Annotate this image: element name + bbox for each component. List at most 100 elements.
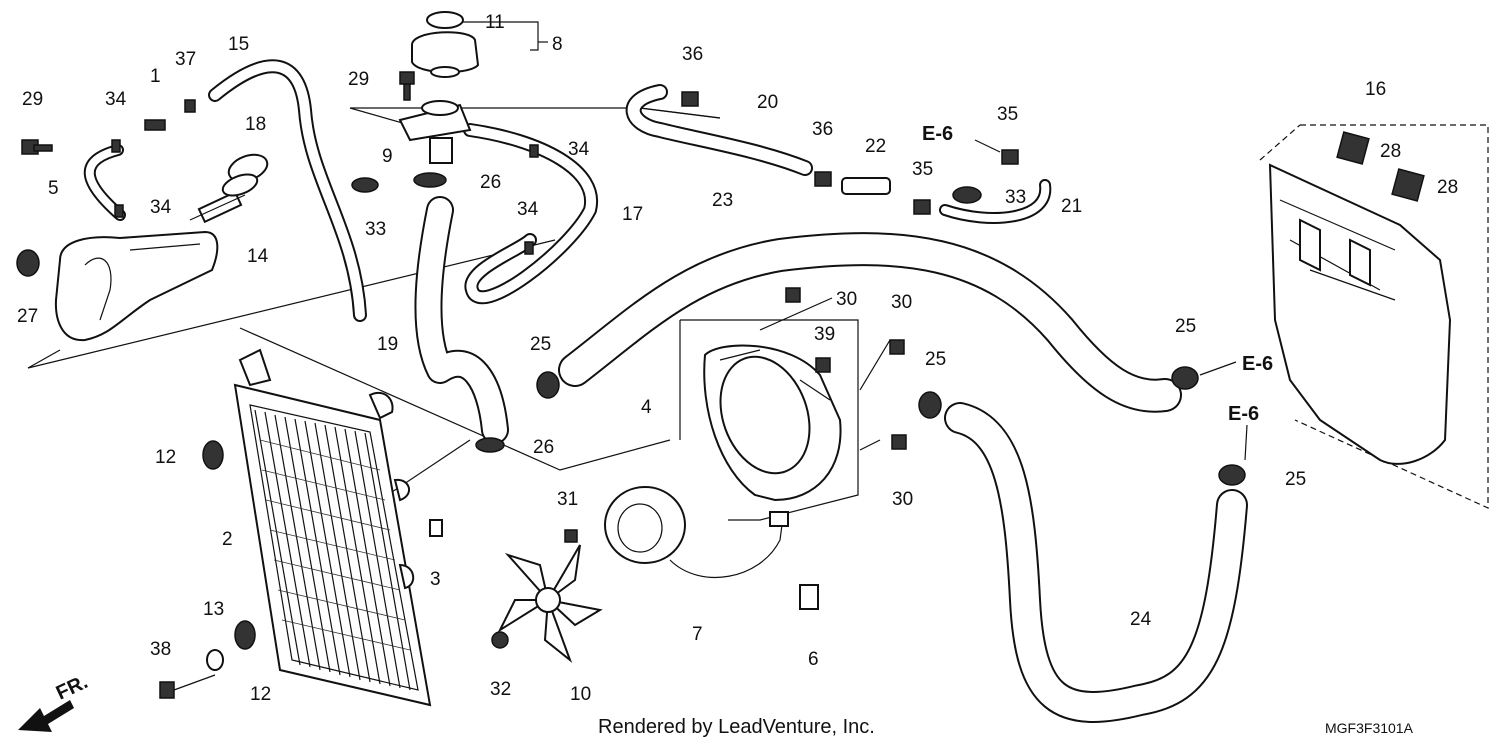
callout-35-left: 35 — [912, 159, 933, 180]
callout-25-c: 25 — [1175, 316, 1196, 337]
small-fittings — [111, 99, 539, 255]
hose-clamp-25-d — [1218, 464, 1246, 486]
hose-15 — [208, 59, 367, 322]
hose-clamp-33-right — [952, 186, 982, 204]
callout-13: 13 — [203, 599, 224, 620]
hose-23 — [558, 232, 1182, 413]
callout-38: 38 — [150, 639, 171, 660]
ref-e6-mid: E-6 — [1242, 353, 1273, 375]
hose-clamp-25-c — [1171, 366, 1199, 390]
hose-17 — [463, 123, 599, 305]
callout-5: 5 — [48, 178, 59, 199]
collar — [206, 649, 224, 671]
callout-9: 9 — [382, 146, 393, 167]
clip-35-left — [913, 199, 931, 215]
reference-labels: E-6 E-6 E-6 — [922, 123, 1273, 425]
hose-clamp-25-b — [918, 391, 942, 419]
hose-clamp-25-a — [536, 371, 560, 399]
clip-36-upper — [681, 91, 699, 107]
callout-17: 17 — [622, 204, 643, 225]
clip-3 — [429, 519, 443, 537]
callout-10: 10 — [570, 684, 591, 705]
callout-26-lower: 26 — [533, 437, 554, 458]
fan-shroud — [703, 344, 842, 502]
callout-15: 15 — [228, 34, 249, 55]
grommet-lower — [234, 620, 256, 650]
callout-37: 37 — [175, 49, 196, 70]
drawing-code: MGF3F3101A — [1325, 720, 1414, 736]
callout-24: 24 — [1130, 609, 1152, 630]
hose-21 — [939, 179, 1052, 224]
callout-30-low: 30 — [892, 489, 913, 510]
bolt-29-top — [399, 71, 415, 101]
clip-39 — [815, 357, 831, 373]
hose-19 — [414, 196, 509, 444]
screw-31 — [564, 529, 578, 543]
callout-32: 32 — [490, 679, 511, 700]
callout-14: 14 — [247, 246, 269, 267]
callout-30-mid: 30 — [891, 292, 912, 313]
fan-blade — [497, 544, 603, 664]
callout-39: 39 — [814, 324, 835, 345]
hose-clamp-33-left — [351, 177, 379, 193]
bolt-30-mid — [889, 339, 905, 355]
callout-22: 22 — [865, 136, 886, 157]
bolt-30-low — [891, 434, 907, 450]
joint-22 — [841, 177, 891, 195]
callout-27: 27 — [17, 306, 38, 327]
clip-36-lower — [814, 171, 832, 187]
hose-20 — [625, 84, 813, 176]
callout-11: 11 — [485, 12, 505, 33]
callout-6: 6 — [808, 649, 819, 670]
radiator-shroud-panel — [1268, 131, 1452, 465]
callout-20: 20 — [757, 92, 778, 113]
callout-28-upper: 28 — [1380, 141, 1401, 162]
callout-33-left: 33 — [365, 219, 386, 240]
callout-34-a: 34 — [105, 89, 127, 110]
callout-34-c: 34 — [568, 139, 590, 160]
callout-16: 16 — [1365, 79, 1386, 100]
nut-32 — [491, 631, 509, 649]
callout-3: 3 — [430, 569, 441, 590]
radiator-cap — [411, 11, 480, 78]
callout-35-right: 35 — [997, 104, 1018, 125]
callout-29-left: 29 — [22, 89, 43, 110]
clip-35-right — [1001, 149, 1019, 165]
callout-33-right: 33 — [1005, 187, 1026, 208]
radiator — [233, 348, 432, 707]
callout-30-top: 30 — [836, 289, 857, 310]
callout-25-a: 25 — [530, 334, 551, 355]
callout-labels: 1 2 3 4 5 6 7 8 9 10 11 12 12 13 14 15 1… — [17, 12, 1458, 705]
front-direction-label: FR. — [53, 671, 91, 705]
ref-e6-top: E-6 — [922, 123, 953, 145]
callout-8: 8 — [552, 34, 563, 55]
callout-1: 1 — [150, 66, 161, 87]
ref-e6-low: E-6 — [1228, 403, 1259, 425]
connector-6 — [799, 584, 819, 610]
callout-34-d: 34 — [517, 199, 539, 220]
callout-36-lower: 36 — [812, 119, 833, 140]
hose-clamp-26-lower — [475, 437, 505, 453]
callout-18: 18 — [245, 114, 266, 135]
bolt-30-top — [785, 287, 801, 303]
callout-4: 4 — [641, 397, 652, 418]
grommet-upper — [202, 440, 224, 470]
callout-36-upper: 36 — [682, 44, 703, 65]
nut-27 — [16, 249, 40, 277]
callout-23: 23 — [712, 190, 733, 211]
credit-text: Rendered by LeadVenture, Inc. — [598, 716, 875, 738]
bolt-38 — [159, 674, 216, 699]
hose-clamp-26-upper — [413, 172, 447, 188]
callout-19: 19 — [377, 334, 398, 355]
callout-26-upper: 26 — [480, 172, 501, 193]
hose-5 — [83, 144, 126, 221]
fan-motor — [604, 486, 789, 579]
callout-34-b: 34 — [150, 197, 172, 218]
callout-31: 31 — [557, 489, 578, 510]
callout-21: 21 — [1061, 196, 1082, 217]
reservoir-cap — [221, 153, 269, 197]
callout-12-lower: 12 — [250, 684, 271, 705]
filler-neck — [398, 100, 472, 164]
hose-24 — [944, 402, 1248, 723]
